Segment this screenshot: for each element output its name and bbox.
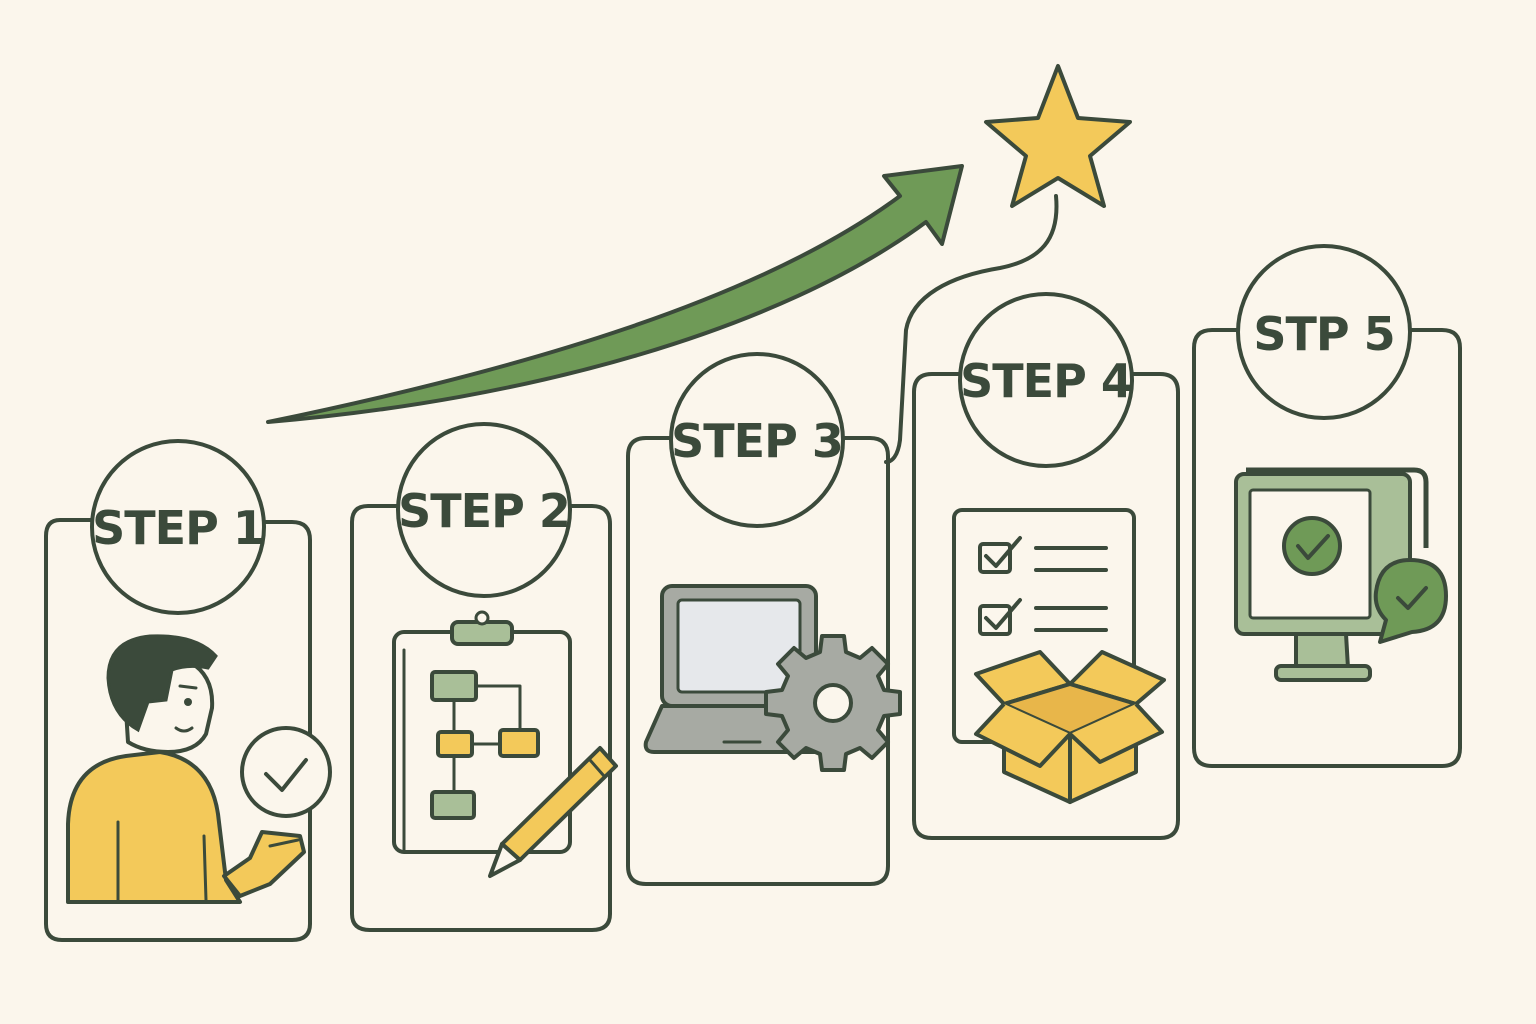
step-3-badge — [669, 352, 845, 528]
monitor-check-icon — [1282, 516, 1342, 576]
step-1-label: STEP 1 — [92, 501, 264, 555]
step-3-label: STEP 3 — [671, 414, 843, 468]
step-4-badge — [958, 292, 1134, 468]
step-2-card: STEP 2 — [350, 422, 618, 932]
check-circle-icon — [240, 726, 332, 818]
clipboard-flowchart-icon — [392, 610, 572, 854]
step-4-card: STEP 4 — [912, 292, 1180, 840]
goal-star-icon — [884, 64, 1132, 464]
chat-check-icon — [1373, 558, 1448, 644]
person-icon — [66, 634, 306, 904]
step-3-card: STEP 3 — [626, 352, 902, 886]
open-box-icon — [974, 650, 1166, 804]
gear-icon — [764, 634, 902, 772]
pencil-icon — [488, 746, 618, 878]
step-2-badge — [396, 422, 572, 598]
step-5-label: STP 5 — [1253, 307, 1394, 361]
step-5-card: STP 5 — [1192, 244, 1462, 768]
step-4-label: STEP 4 — [960, 354, 1132, 408]
step-1-badge — [90, 439, 266, 615]
step-5-badge — [1236, 244, 1412, 420]
step-2-label: STEP 2 — [398, 484, 570, 538]
progress-arrow-icon — [266, 164, 964, 424]
step-1-card: STEP 1 — [44, 439, 332, 942]
